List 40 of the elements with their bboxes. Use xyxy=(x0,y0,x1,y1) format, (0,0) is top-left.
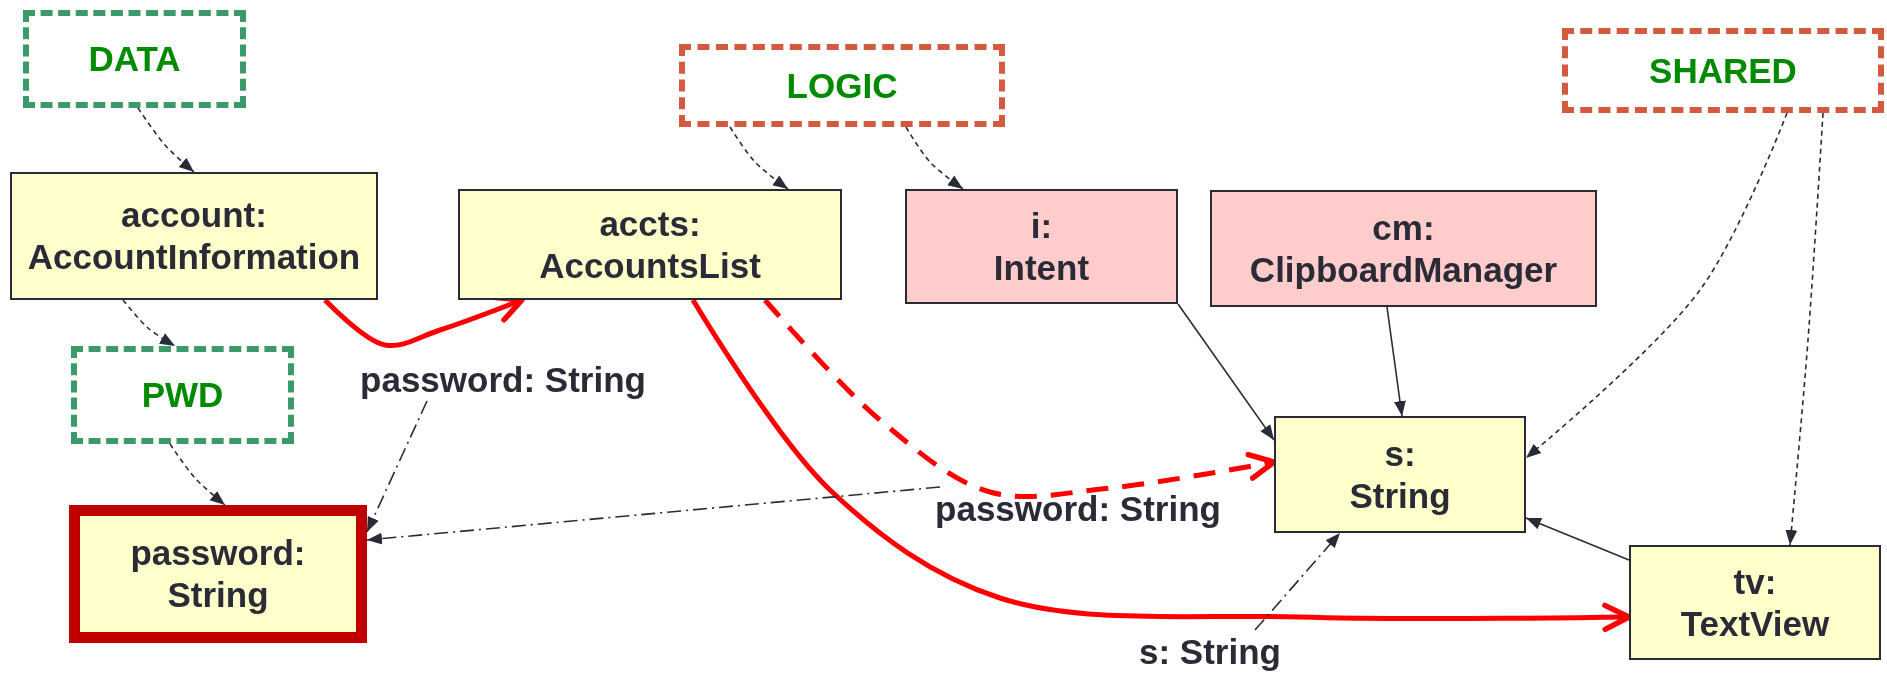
dashed-arrow xyxy=(905,126,964,190)
variable-label: s: String xyxy=(1139,630,1281,673)
object-box xyxy=(1274,416,1526,533)
object-label: account: AccountInformation xyxy=(27,194,361,278)
category-label: DATA xyxy=(88,38,181,80)
object-box xyxy=(1210,190,1597,307)
object-label: s: String xyxy=(1349,432,1451,517)
arrow xyxy=(1177,303,1275,441)
category-box xyxy=(23,10,246,108)
dashed-arrow xyxy=(366,486,941,545)
dashed-arrow xyxy=(1785,112,1824,546)
category-box xyxy=(71,346,294,444)
arrow xyxy=(1525,517,1630,561)
dashed-arrow xyxy=(1525,112,1788,459)
dashed-arrow xyxy=(122,299,176,347)
category-label: PWD xyxy=(141,374,224,416)
object-box xyxy=(1629,545,1881,660)
dashed-arrow xyxy=(366,400,428,533)
category-box xyxy=(1562,28,1884,113)
object-label: accts: AccountsList xyxy=(539,202,761,287)
category-label: LOGIC xyxy=(786,64,898,107)
dashed-arrow xyxy=(137,107,195,173)
arrow xyxy=(690,298,1632,633)
arrow xyxy=(1386,306,1406,417)
category-label: SHARED xyxy=(1649,49,1797,92)
object-label: i: Intent xyxy=(993,204,1090,289)
variable-label: password: String xyxy=(935,487,1221,530)
dashed-arrow xyxy=(1254,532,1341,631)
object-label: password: String xyxy=(130,532,306,616)
object-label: cm: ClipboardManager xyxy=(1249,206,1558,291)
dashed-arrow xyxy=(169,443,226,506)
object-label: tv: TextView xyxy=(1680,560,1830,645)
dashed-arrow xyxy=(729,126,789,190)
object-box xyxy=(10,172,378,300)
object-box xyxy=(905,189,1178,304)
object-box xyxy=(458,189,842,300)
dashed-arrow xyxy=(763,298,1277,499)
highlighted-object-box xyxy=(69,505,367,643)
category-box xyxy=(679,44,1005,127)
variable-label: password: String xyxy=(360,358,646,401)
